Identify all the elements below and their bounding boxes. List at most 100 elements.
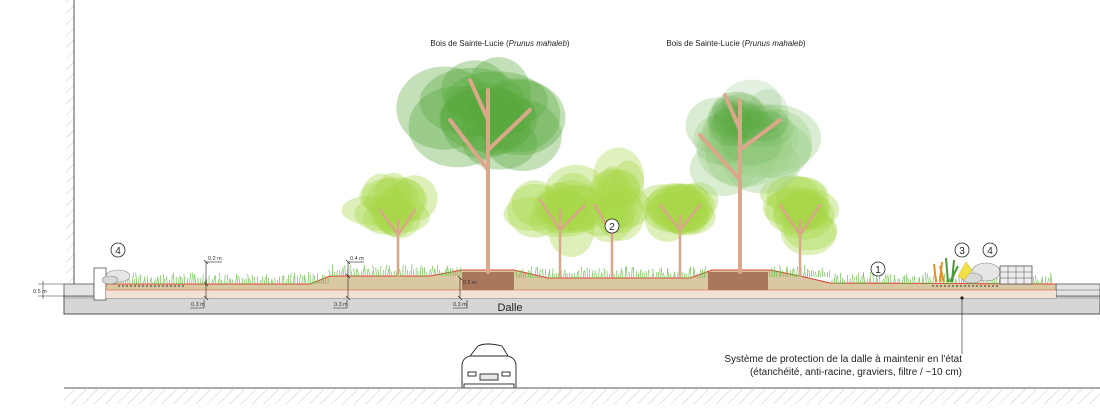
grass-blade [351,271,352,276]
grass-blade [927,273,928,284]
grass-blade [689,268,690,278]
canopy [396,57,565,171]
grass-blade [286,279,287,284]
grass-blade [195,276,196,284]
grass-blade [220,273,221,284]
dim-soil-0-2: 0.2 m [208,256,222,262]
grass-blade [622,268,623,278]
canopy [341,173,437,238]
grass-blade [661,267,662,278]
grass-blade [822,268,823,278]
left-wall [66,0,74,284]
grass-blade [632,267,633,278]
grass-blade [653,269,654,278]
grass-blade [592,270,593,278]
grass-blade [651,274,652,278]
grass-blade [426,271,427,276]
svg-text:1: 1 [875,265,881,276]
grass-blade [549,269,550,278]
grass-blade [225,274,226,284]
grass-blade [203,275,204,285]
grass-blade [621,271,622,278]
grass-blade [163,274,164,284]
dim-base-0-3-a: 0.3 m [191,302,205,308]
grass-blade [372,271,373,276]
marker-4-right: 4 [983,243,997,257]
grass-blade [357,269,358,276]
grass-blade [391,271,392,276]
grass-blade [420,265,421,276]
grass-blade [890,274,891,284]
grass-blade [804,265,805,277]
grass-blade [636,271,637,278]
grass-blade [813,271,814,277]
grass-blade [364,265,365,276]
grass-blade [638,273,639,278]
grass-blade [299,274,300,284]
grass-blade [354,268,355,276]
grass-blade [154,279,155,284]
grass-blade [854,277,855,284]
grass-blade [599,268,600,278]
grass-blade [858,273,859,284]
grass-blade [218,279,219,284]
canopy-clump [463,117,538,170]
grass-blade [1045,276,1046,284]
grass-blade [156,278,157,284]
grass-blade [293,276,294,284]
grass-blade [182,278,183,284]
grass-blade [528,271,529,279]
grass-blade [304,275,305,284]
grass-blade [413,269,414,276]
grass-blade [429,269,430,276]
grass-blade [282,276,283,284]
svg-text:4: 4 [987,246,993,257]
grass-blade [930,277,931,284]
grass-blade [668,269,670,278]
grass-blade [385,265,386,276]
grass-blade [254,277,255,284]
grass-blade [583,271,584,278]
grass-blade [809,270,810,277]
grass-blade [147,276,148,284]
grass-blade [587,268,588,278]
grass-blade [376,268,377,276]
marker-2: 2 [605,219,619,233]
svg-text:2: 2 [609,222,615,233]
marker-3: 3 [955,243,969,257]
grass-blade [888,275,889,284]
grass-blade [658,272,659,278]
grass-blade [646,271,647,278]
grass-blade [166,276,167,284]
grass-blade [581,267,582,278]
grass-blade [863,274,864,284]
marker-4-left: 4 [111,243,125,257]
grass-blade [329,270,330,277]
perennial-green [946,258,958,282]
grass-blade [250,279,252,284]
grass-blade [601,272,602,278]
svg-text:3: 3 [959,246,965,257]
grass-blade [164,279,165,284]
grass-blade [604,268,605,278]
dim-left-level: 0.5 m [33,289,47,295]
grass-blade [305,277,306,285]
grass-blade [174,272,175,284]
slab-label: Dalle [497,302,522,314]
grass-blade [232,279,233,284]
grass-blade [863,272,865,284]
grass-blade [1042,277,1043,285]
grass-blade [572,273,573,278]
grass-blade [803,273,804,277]
grass-blade [368,269,369,276]
grass-blade [567,273,568,278]
grass-blade [585,270,586,278]
grass-blade [184,274,185,284]
grass-blade [187,278,188,284]
grass-blade [873,274,874,284]
grass-blade [400,269,401,276]
grass-blade [221,280,222,284]
grass-blade [820,270,821,277]
perennial-orange [934,262,944,282]
